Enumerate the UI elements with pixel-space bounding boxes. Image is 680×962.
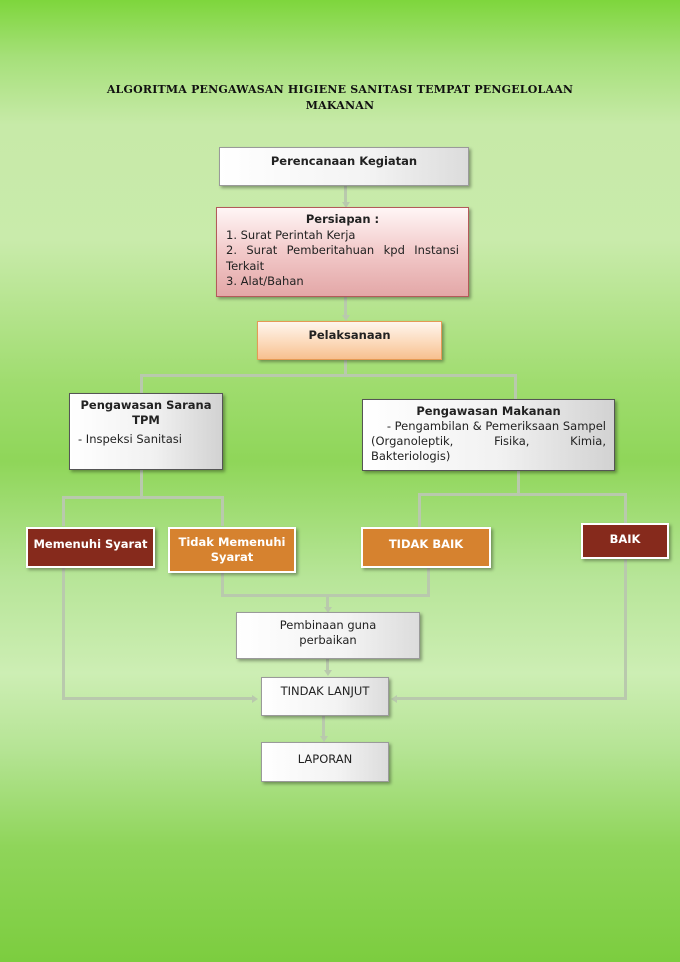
node-tidak-baik: TIDAK BAIK bbox=[361, 527, 491, 568]
arrow-to-tindak-lanjut-left bbox=[252, 694, 258, 703]
arrow-to-tindak-lanjut-right bbox=[391, 694, 397, 703]
baik-label: BAIK bbox=[609, 532, 641, 546]
node-persiapan: Persiapan : 1. Surat Perintah Kerja 2. S… bbox=[216, 207, 469, 297]
node-pengawasan-makanan: Pengawasan Makanan - Pengambilan & Pemer… bbox=[362, 399, 615, 471]
pembinaan-label-2: perbaikan bbox=[299, 633, 357, 647]
arrow-to-tindak-lanjut bbox=[323, 670, 332, 676]
makanan-line-1: - Pengambilan & Pemeriksaan Sampel bbox=[386, 419, 606, 433]
laporan-label: LAPORAN bbox=[297, 752, 353, 766]
connector-persiapan-pelaksanaan bbox=[344, 297, 347, 317]
persiapan-item-2: 2. Surat Pemberitahuan kpd Instansi bbox=[226, 243, 459, 257]
perencanaan-label: Perencanaan Kegiatan bbox=[270, 154, 418, 168]
tidak-baik-label: TIDAK BAIK bbox=[388, 537, 464, 551]
node-tindak-lanjut: TINDAK LANJUT bbox=[261, 677, 389, 716]
sarana-item: - Inspeksi Sanitasi bbox=[78, 432, 182, 446]
memenuhi-label: Memenuhi Syarat bbox=[33, 537, 148, 551]
node-pembinaan: Pembinaan guna perbaikan bbox=[236, 612, 420, 659]
connector-branch-right bbox=[514, 374, 517, 399]
persiapan-item-3: 3. Alat/Bahan bbox=[226, 274, 304, 288]
connector-merge-horizontal bbox=[221, 594, 430, 597]
title-line-2: MAKANAN bbox=[305, 99, 375, 112]
makanan-line-3: Bakteriologis) bbox=[371, 449, 451, 463]
connector-pelaksanaan-down bbox=[344, 359, 347, 376]
persiapan-item-1: 1. Surat Perintah Kerja bbox=[226, 227, 356, 242]
connector-branch-left bbox=[140, 374, 143, 393]
node-laporan: LAPORAN bbox=[261, 742, 389, 782]
makanan-heading: Pengawasan Makanan bbox=[416, 404, 561, 418]
connector-baik-down bbox=[624, 558, 627, 700]
pembinaan-label-1: Pembinaan guna bbox=[279, 618, 377, 632]
makanan-line-2: (Organoleptik, Fisika, Kimia, bbox=[371, 434, 606, 448]
connector-memenuhi-to-tindak bbox=[62, 697, 252, 700]
tindak-lanjut-label: TINDAK LANJUT bbox=[280, 684, 370, 698]
arrow-to-laporan bbox=[319, 736, 328, 742]
connector-to-tidak-memenuhi bbox=[221, 496, 224, 526]
connector-pembinaan-to-tindak bbox=[326, 658, 329, 673]
node-pengawasan-sarana: Pengawasan Sarana TPM - Inspeksi Sanitas… bbox=[69, 393, 223, 470]
arrow-to-pelaksanaan bbox=[341, 315, 350, 321]
connector-merge-down bbox=[326, 594, 329, 610]
diagram-title: ALGORITMA PENGAWASAN HIGIENE SANITASI TE… bbox=[60, 82, 620, 114]
node-memenuhi-syarat: Memenuhi Syarat bbox=[26, 527, 155, 568]
arrow-to-persiapan bbox=[341, 202, 350, 208]
node-tidak-memenuhi-syarat: Tidak Memenuhi Syarat bbox=[168, 527, 296, 573]
connector-tidak-memenuhi-down bbox=[221, 572, 224, 596]
sarana-heading-2: TPM bbox=[132, 413, 160, 427]
connector-branch-horizontal bbox=[140, 374, 517, 377]
arrow-to-pembinaan bbox=[323, 607, 332, 613]
connector-tindak-to-laporan bbox=[322, 715, 325, 738]
pelaksanaan-label: Pelaksanaan bbox=[308, 328, 391, 342]
connector-perencanaan-persiapan bbox=[344, 185, 347, 204]
tidak-memenuhi-label-1: Tidak Memenuhi bbox=[178, 535, 286, 549]
connector-baik-to-tindak bbox=[397, 697, 627, 700]
connector-sarana-split bbox=[62, 496, 224, 499]
persiapan-heading: Persiapan : bbox=[305, 212, 380, 226]
node-perencanaan-kegiatan: Perencanaan Kegiatan bbox=[219, 147, 469, 186]
connector-to-baik bbox=[624, 493, 627, 523]
node-baik: BAIK bbox=[581, 523, 669, 559]
title-line-1: ALGORITMA PENGAWASAN HIGIENE SANITASI TE… bbox=[106, 83, 574, 96]
sarana-heading-1: Pengawasan Sarana bbox=[80, 398, 212, 412]
connector-memenuhi-down bbox=[62, 567, 65, 700]
node-pelaksanaan: Pelaksanaan bbox=[257, 321, 442, 360]
tidak-memenuhi-label-2: Syarat bbox=[210, 550, 254, 564]
persiapan-item-2b: Terkait bbox=[226, 258, 265, 273]
connector-sarana-down bbox=[140, 470, 143, 498]
connector-makanan-down bbox=[517, 471, 520, 495]
connector-to-tidak-baik bbox=[418, 493, 421, 527]
connector-makanan-split bbox=[418, 493, 627, 496]
connector-to-memenuhi bbox=[62, 496, 65, 526]
connector-tidak-baik-down bbox=[427, 567, 430, 596]
